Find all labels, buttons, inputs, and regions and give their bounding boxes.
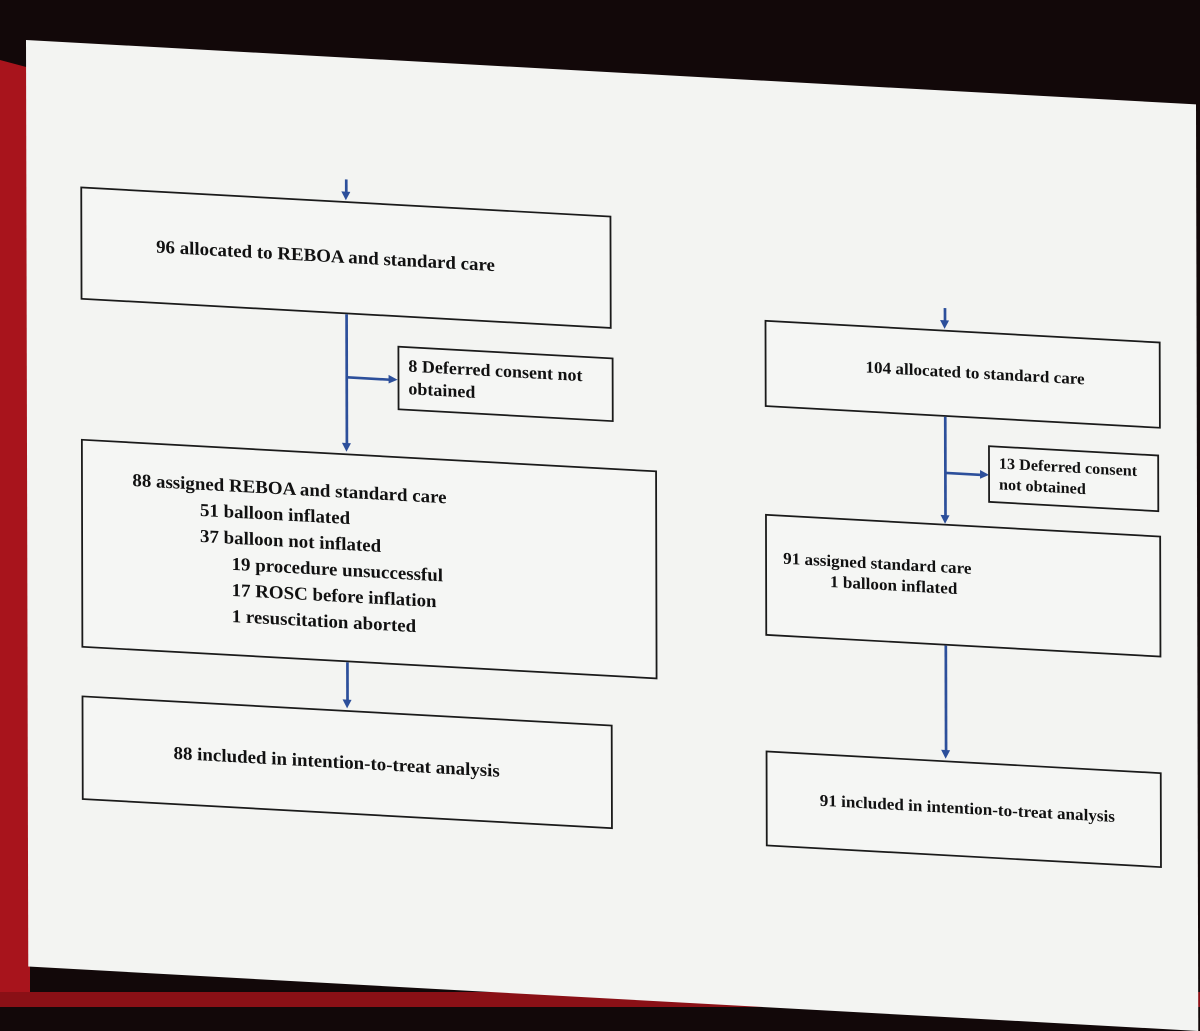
left-assigned-subitem: 1 resuscitation aborted <box>231 605 417 637</box>
right-analysis-connector <box>944 645 948 752</box>
left-allocated-text: 96 allocated to REBOA and standard care <box>156 235 495 276</box>
left-main-arrow-head <box>341 442 351 452</box>
stage-red-curtain-left <box>0 60 30 1007</box>
left-assigned-box: 88 assigned REBOA and standard care 51 b… <box>80 438 658 680</box>
right-allocated-text: 104 allocated to standard care <box>865 358 1085 389</box>
right-entry-arrow-head <box>940 319 950 330</box>
left-exclusion-line-2: obtained <box>408 379 476 403</box>
left-assigned-item: 51 balloon inflated <box>199 499 351 529</box>
left-main-connector <box>345 314 349 445</box>
left-assigned-title: 88 assigned REBOA and standard care <box>132 469 447 508</box>
right-main-connector <box>943 416 947 517</box>
left-analysis-arrow-head <box>342 699 352 709</box>
left-assigned-item: 37 balloon not inflated <box>199 525 382 557</box>
left-entry-arrow-head <box>341 191 351 201</box>
left-exclusion-box: 8 Deferred consent not obtained <box>397 345 614 423</box>
right-exclusion-box: 13 Deferred consent not obtained <box>988 445 1160 513</box>
right-analysis-text: 91 included in intention-to-treat analys… <box>819 791 1115 827</box>
left-analysis-text: 88 included in intention-to-treat analys… <box>173 742 500 782</box>
projected-slide: 96 allocated to REBOA and standard care … <box>26 40 1199 1031</box>
left-analysis-connector <box>346 662 349 702</box>
right-exclusion-line-2: not obtained <box>998 475 1086 498</box>
right-assigned-box: 91 assigned standard care 1 balloon infl… <box>765 513 1162 658</box>
right-analysis-arrow-head <box>941 749 951 759</box>
left-exclusion-arrow-head <box>388 374 398 385</box>
